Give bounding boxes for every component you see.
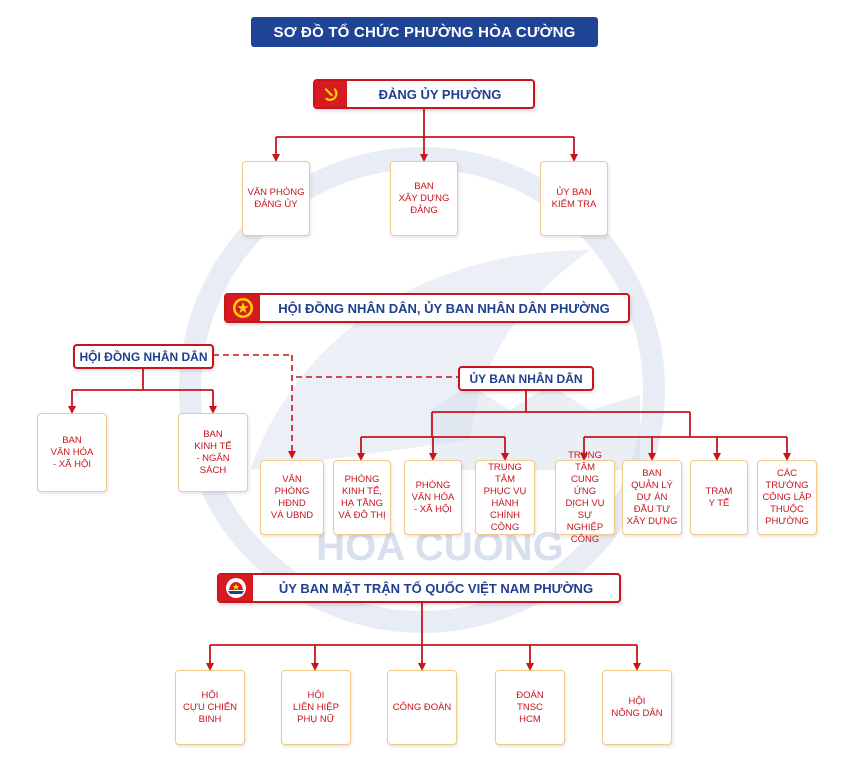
public-admin-center-label: TRUNG TÂM PHỤC VỤ HÀNH CHÍNH CÔNG <box>483 461 527 533</box>
public-schools-box: CÁC TRƯỜNG CÔNG LẬP THUỘC PHƯỜNG <box>757 460 817 535</box>
economy-infrastructure-dept-label: PHÒNG KINH TẾ, HẠ TẦNG VÀ ĐÔ THỊ <box>338 473 386 521</box>
project-management-board-box: BAN QUẢN LÝ DỰ ÁN ĐẦU TƯ XÂY DỰNG <box>622 460 682 535</box>
party-committee-header: ĐẢNG ỦY PHƯỜNG <box>313 79 535 109</box>
youth-union-box: ĐOÀN TNSC HCM <box>495 670 565 745</box>
economy-infrastructure-dept-box: PHÒNG KINH TẾ, HẠ TẦNG VÀ ĐÔ THỊ <box>333 460 391 535</box>
inspection-committee-box: ỦY BAN KIỂM TRA <box>540 161 608 236</box>
veterans-association-label: HỘI CỰU CHIẾN BINH <box>182 689 238 725</box>
farmers-association-box: HỘI NÔNG DÂN <box>602 670 672 745</box>
front-emblem-icon <box>219 575 253 601</box>
joint-office-label: VĂN PHÒNG HĐND VÀ UBND <box>270 473 314 521</box>
party-building-board-box: BAN XÂY DỰNG ĐẢNG <box>390 161 458 236</box>
health-station-label: TRẠM Y TẾ <box>705 485 733 509</box>
party-building-board-label: BAN XÂY DỰNG ĐẢNG <box>398 180 450 216</box>
hdnd-economy-budget-board-box: BAN KINH TẾ - NGÂN SÁCH <box>178 413 248 492</box>
party-committee-label: ĐẢNG ỦY PHƯỜNG <box>378 86 502 102</box>
public-service-center-box: TRUNG TÂM CUNG ỨNG DỊCH VỤ SỰ NGHIỆP CÔN… <box>555 450 615 545</box>
fatherland-front-header: ỦY BAN MẶT TRẬN TỔ QUỐC VIỆT NAM PHƯỜNG <box>217 573 621 603</box>
womens-union-label: HỘI LIÊN HIỆP PHỤ NỮ <box>293 689 339 725</box>
council-label: HỘI ĐỒNG NHÂN DÂN, ỦY BAN NHÂN DÂN PHƯỜN… <box>278 300 610 316</box>
peoples-committee-header: ỦY BAN NHÂN DÂN <box>458 366 594 391</box>
veterans-association-box: HỘI CỰU CHIẾN BINH <box>175 670 245 745</box>
joint-office-box: VĂN PHÒNG HĐND VÀ UBND <box>260 460 324 535</box>
party-office-box: VĂN PHÒNG ĐẢNG ỦY <box>242 161 310 236</box>
party-office-label: VĂN PHÒNG ĐẢNG ỦY <box>247 186 305 210</box>
hdnd-economy-budget-board-label: BAN KINH TẾ - NGÂN SÁCH <box>194 428 232 476</box>
health-station-box: TRẠM Y TẾ <box>690 460 748 535</box>
womens-union-box: HỘI LIÊN HIỆP PHỤ NỮ <box>281 670 351 745</box>
project-management-board-label: BAN QUẢN LÝ DỰ ÁN ĐẦU TƯ XÂY DỰNG <box>626 467 678 527</box>
fatherland-front-label: ỦY BAN MẶT TRẬN TỔ QUỐC VIỆT NAM PHƯỜNG <box>278 580 594 596</box>
culture-social-dept-box: PHÒNG VĂN HÓA - XÃ HỘI <box>404 460 462 535</box>
farmers-association-label: HỘI NÔNG DÂN <box>611 695 663 719</box>
public-service-center-label: TRUNG TÂM CUNG ỨNG DỊCH VỤ SỰ NGHIỆP CÔN… <box>565 449 605 545</box>
hdnd-culture-social-board-box: BAN VĂN HÓA - XÃ HỘI <box>37 413 107 492</box>
hammer-sickle-icon <box>315 81 347 107</box>
culture-social-dept-label: PHÒNG VĂN HÓA - XÃ HỘI <box>411 479 455 515</box>
public-schools-label: CÁC TRƯỜNG CÔNG LẬP THUỘC PHƯỜNG <box>762 467 812 527</box>
page-title: SƠ ĐỒ TỔ CHỨC PHƯỜNG HÒA CƯỜNG <box>251 17 598 47</box>
council-header: HỘI ĐỒNG NHÂN DÂN, ỦY BAN NHÂN DÂN PHƯỜN… <box>224 293 630 323</box>
public-admin-center-box: TRUNG TÂM PHỤC VỤ HÀNH CHÍNH CÔNG <box>475 460 535 535</box>
hdnd-culture-social-board-label: BAN VĂN HÓA - XÃ HỘI <box>50 434 94 470</box>
trade-union-label: CÔNG ĐOÀN <box>392 701 452 713</box>
national-emblem-icon <box>226 295 260 321</box>
youth-union-label: ĐOÀN TNSC HCM <box>516 689 544 725</box>
peoples-council-header: HỘI ĐỒNG NHÂN DÂN <box>73 344 214 369</box>
trade-union-box: CÔNG ĐOÀN <box>387 670 457 745</box>
inspection-committee-label: ỦY BAN KIỂM TRA <box>551 186 597 210</box>
